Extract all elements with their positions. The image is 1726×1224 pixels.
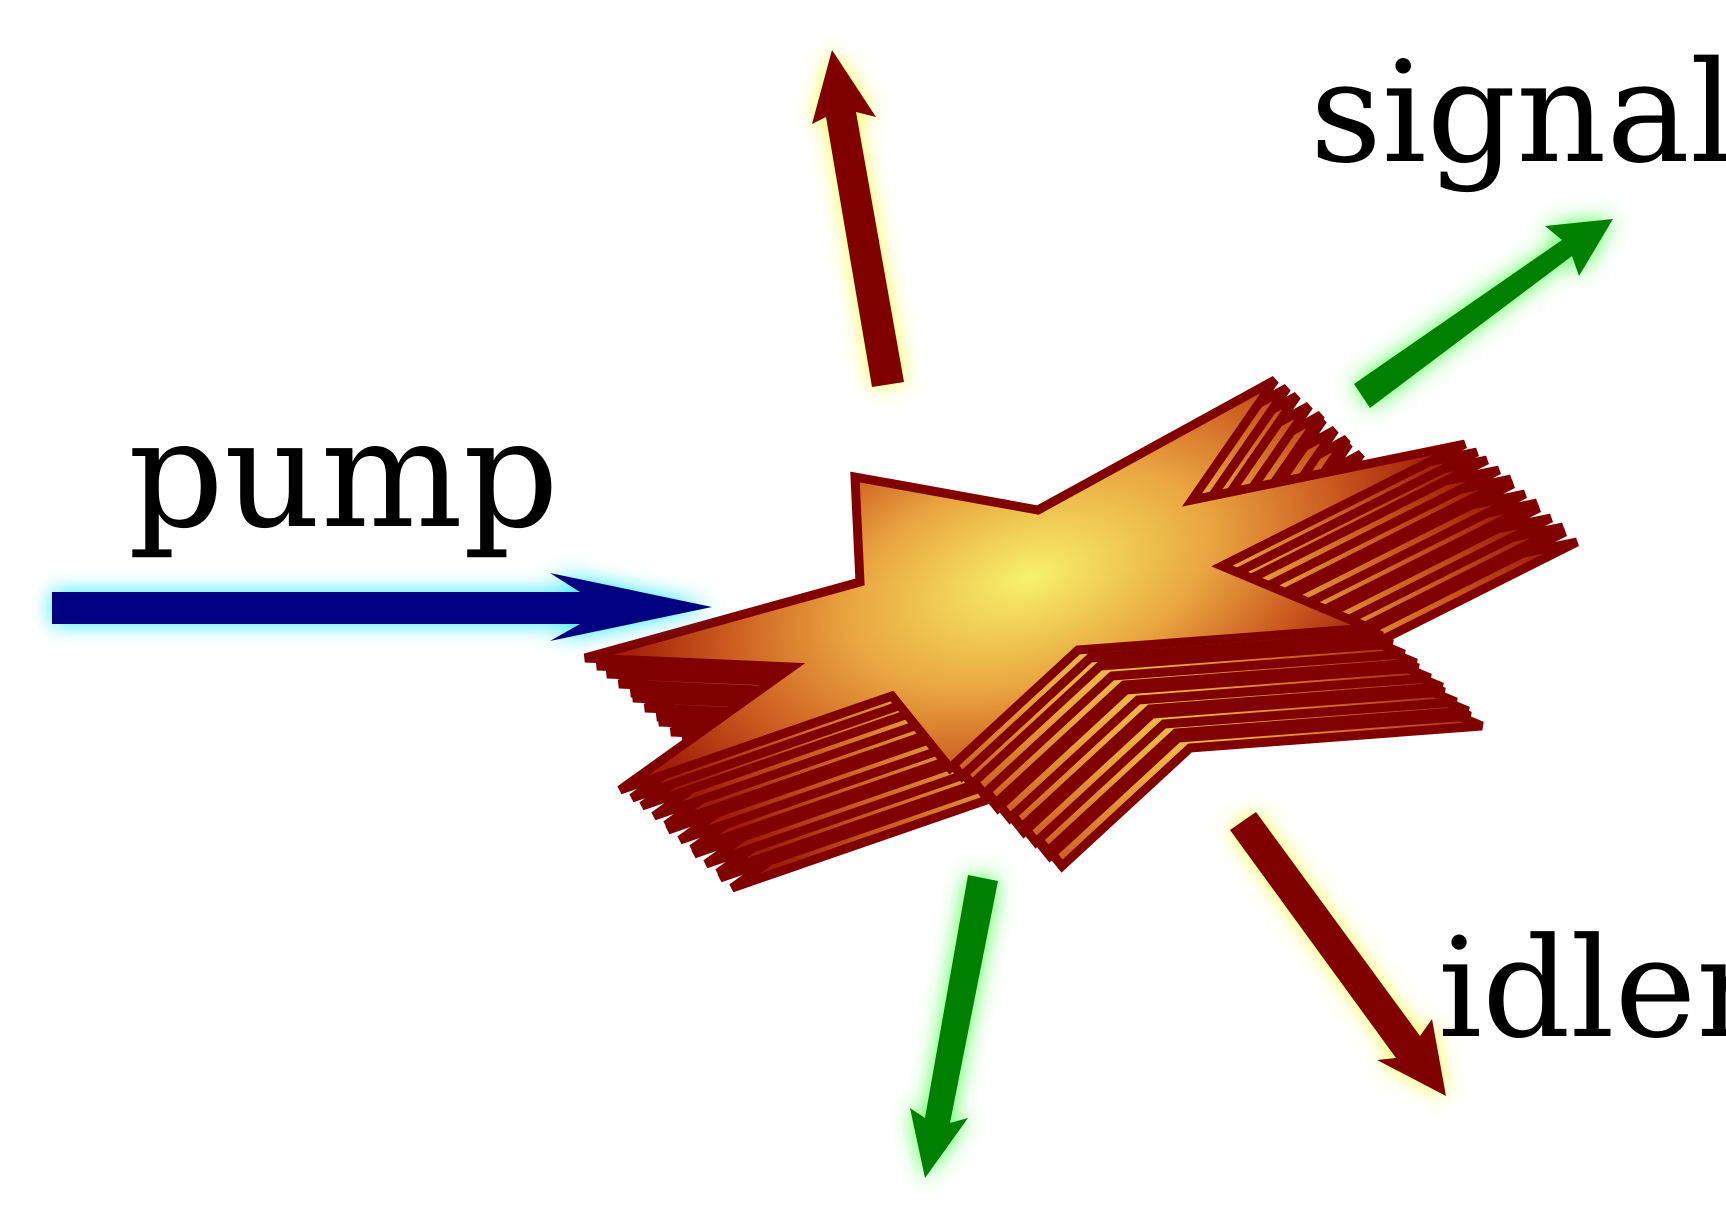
crystal-top-face — [583, 376, 1468, 795]
signal-arrow-upper-body — [1354, 219, 1613, 408]
idler-arrow-upper-body — [812, 50, 904, 387]
signal-arrow-lower — [910, 875, 998, 1178]
pump-arrow-body — [52, 573, 712, 641]
pump-arrow — [52, 573, 712, 641]
idler-arrow-lower — [1230, 812, 1446, 1096]
pump-label: pump — [128, 388, 559, 562]
crystal — [583, 376, 1577, 888]
idler-arrow-upper — [812, 50, 904, 387]
signal-label: signal — [1310, 32, 1726, 195]
idler-arrow-lower-body — [1230, 812, 1446, 1096]
signal-arrow-lower-body — [910, 875, 998, 1178]
signal-arrow-upper — [1354, 219, 1613, 408]
idler-label: idler — [1438, 908, 1726, 1069]
